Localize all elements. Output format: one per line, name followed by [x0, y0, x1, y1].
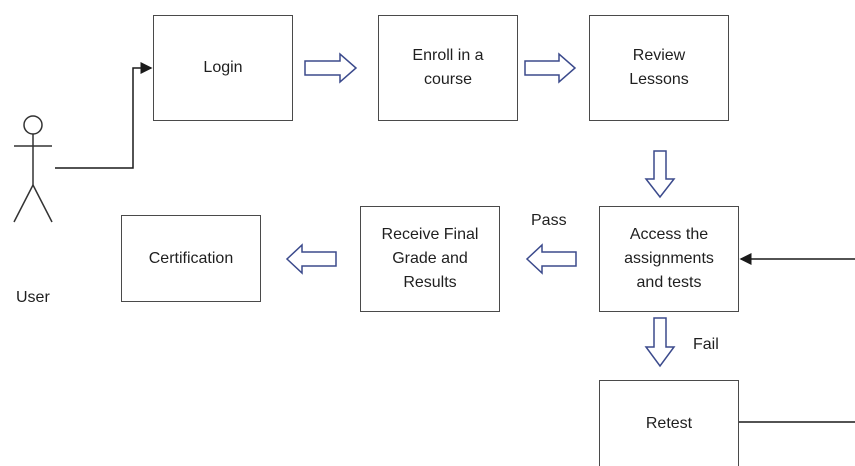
- arrow-review-to-access: [644, 150, 676, 199]
- review-lessons-box: Review Lessons: [589, 15, 729, 121]
- arrow-login-to-enroll: [304, 52, 358, 84]
- pass-label: Pass: [531, 212, 567, 229]
- login-box: Login: [153, 15, 293, 121]
- fail-label: Fail: [693, 336, 719, 353]
- arrow-receive-to-certification: [285, 243, 337, 275]
- arrow-enroll-to-review: [524, 52, 577, 84]
- user-actor-icon: [13, 115, 53, 223]
- user-to-login-line: [55, 62, 153, 169]
- certification-box: Certification: [121, 215, 261, 302]
- retest-box: Retest: [599, 380, 739, 466]
- enroll-box: Enroll in a course: [378, 15, 518, 121]
- arrow-access-to-retest: [644, 317, 676, 368]
- access-assignments-box: Access the assignments and tests: [599, 206, 739, 312]
- receive-grade-box: Receive Final Grade and Results: [360, 206, 500, 312]
- actor-label: User: [16, 289, 50, 306]
- arrow-access-to-receive: [525, 243, 577, 275]
